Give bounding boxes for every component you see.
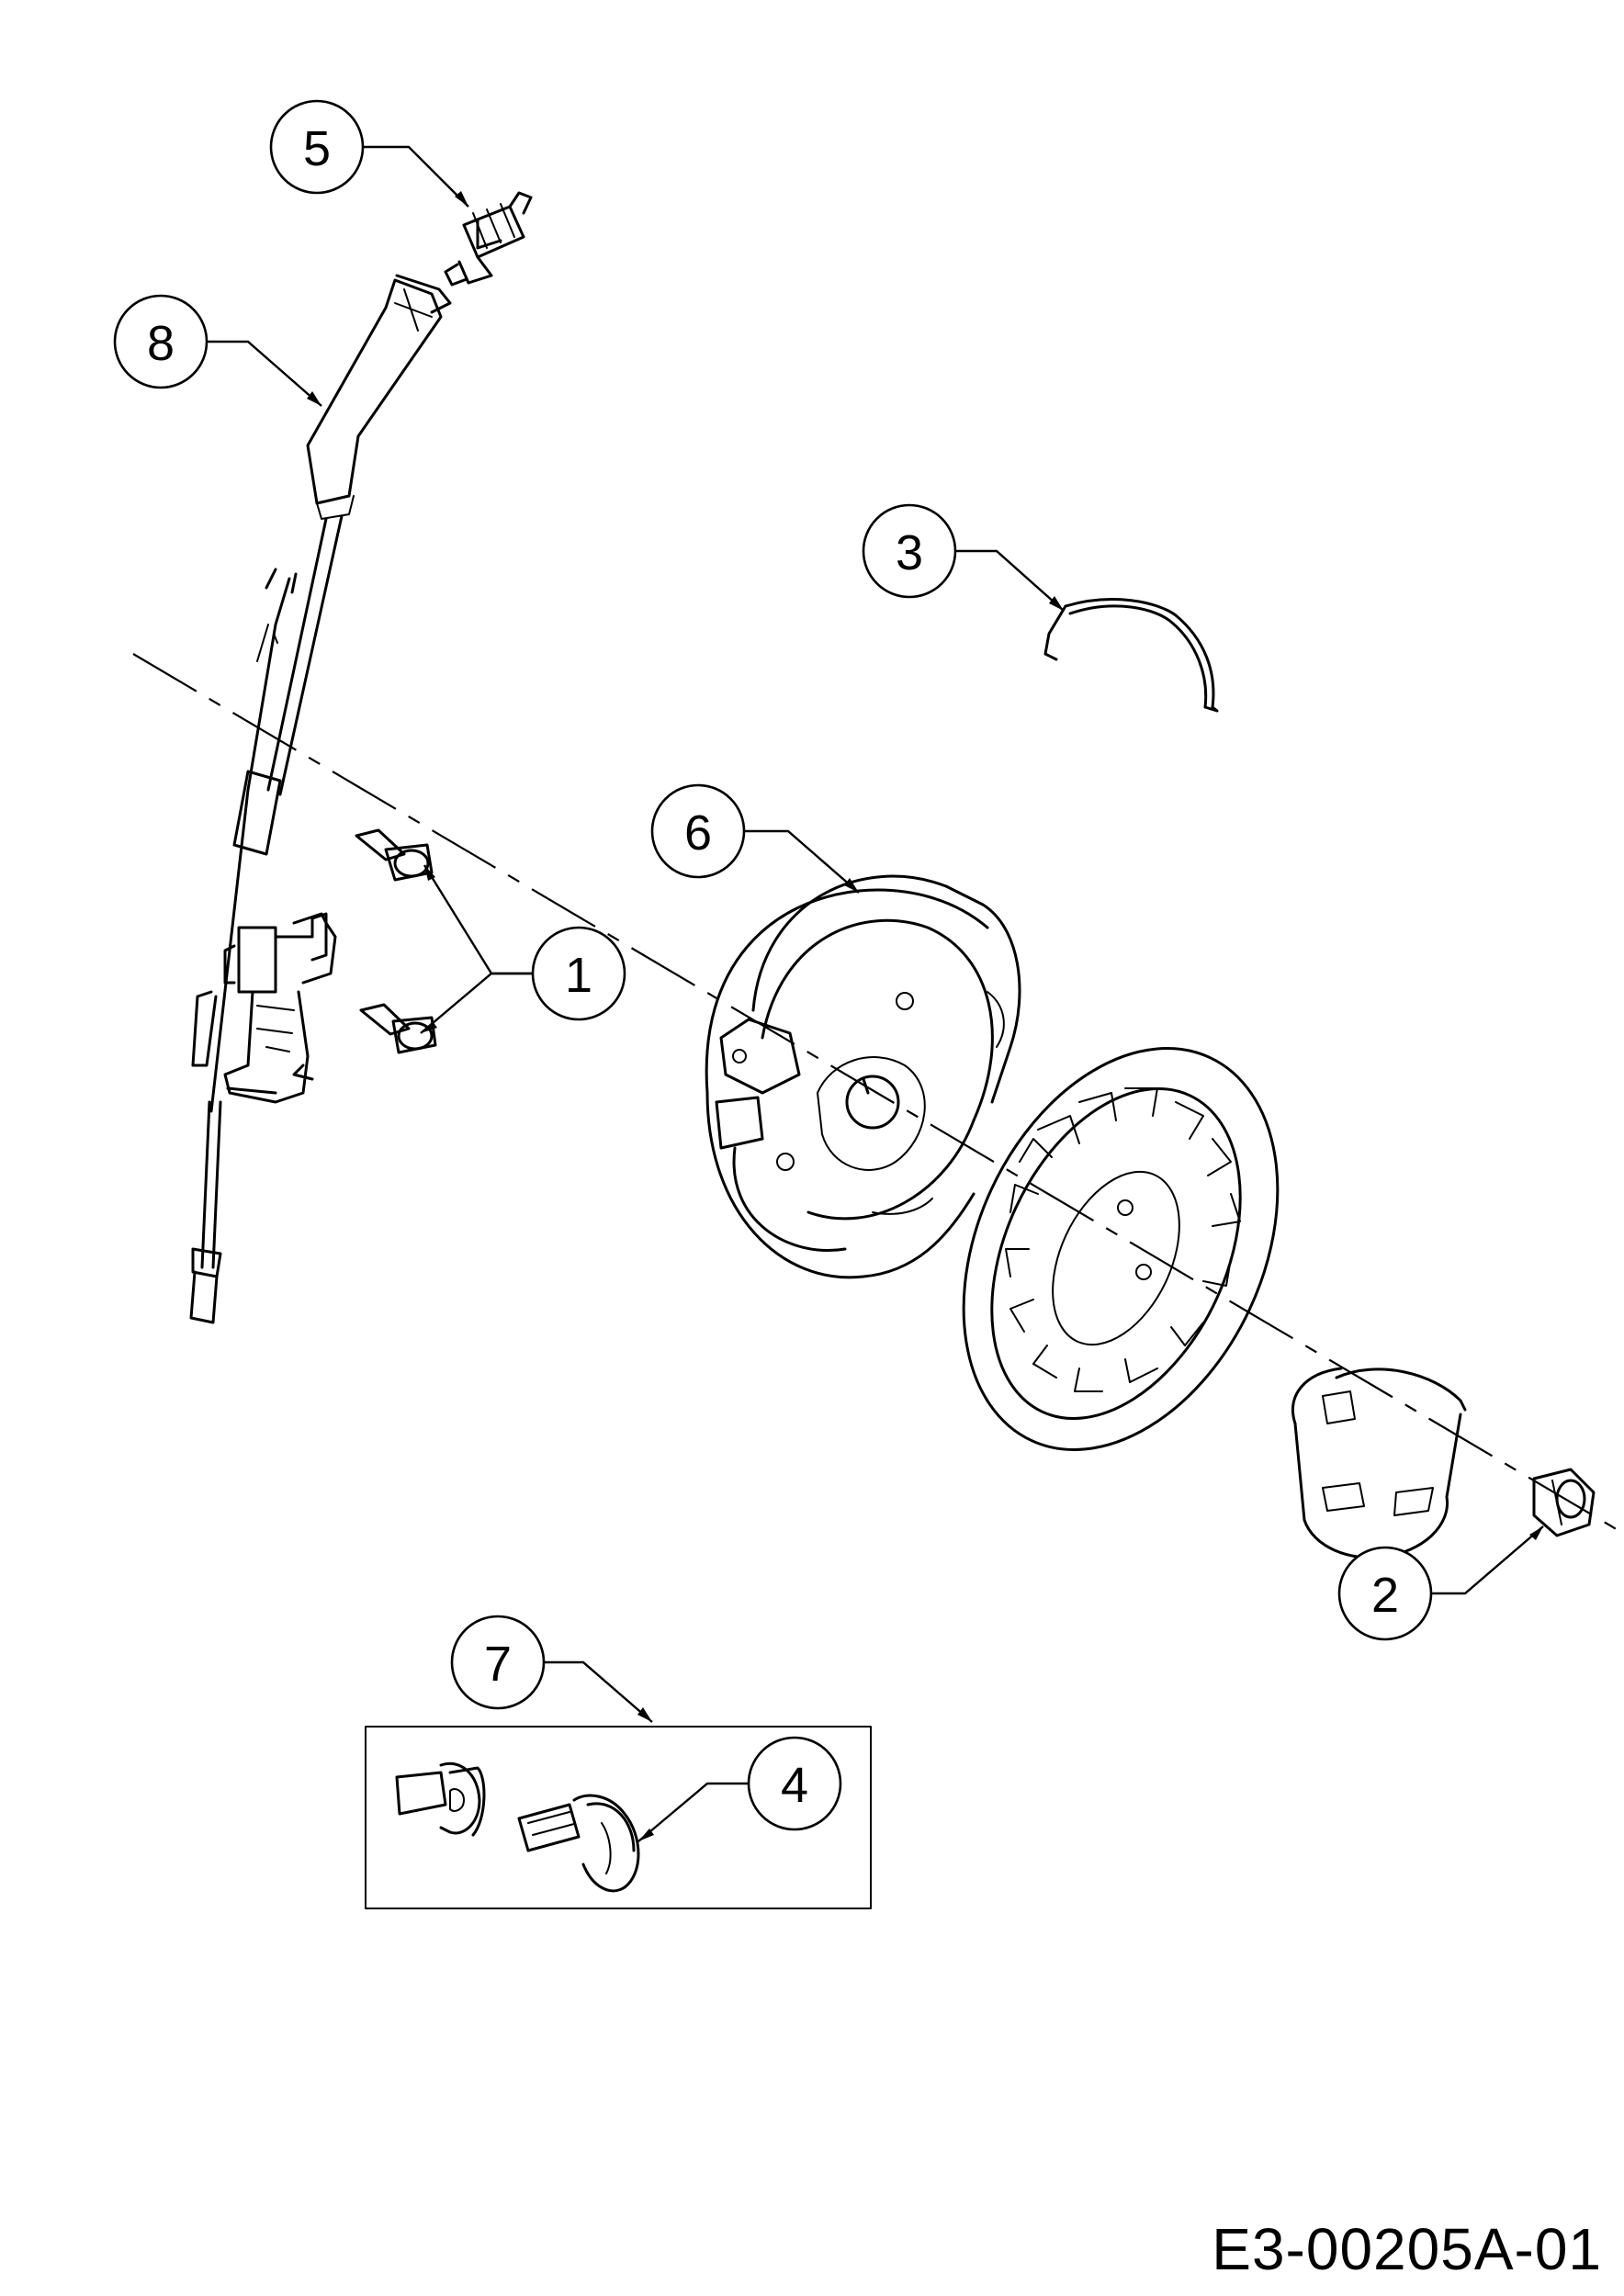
stop-switch-knob[interactable]: [517, 1794, 640, 1893]
svg-text:3: 3: [896, 525, 923, 580]
svg-text:4: 4: [781, 1758, 808, 1813]
ignition-coil-assembly[interactable]: [189, 274, 452, 1324]
flywheel-nut[interactable]: [1532, 1468, 1596, 1537]
flywheel[interactable]: [705, 874, 1021, 1279]
svg-text:6: 6: [684, 805, 712, 861]
stop-switch-kit-box: [365, 1726, 872, 1909]
callout-2[interactable]: 2: [1337, 1546, 1433, 1641]
svg-text:8: 8: [147, 316, 175, 371]
callout-4[interactable]: 4: [747, 1736, 842, 1831]
drawing-code: E3-00205A-01: [1212, 2216, 1602, 2282]
callout-8[interactable]: 8: [113, 294, 209, 389]
center-axis-line: [132, 653, 1624, 1535]
svg-text:5: 5: [303, 121, 331, 176]
mounting-bolts[interactable]: [355, 828, 437, 1054]
spark-plug[interactable]: [444, 191, 533, 287]
flywheel-key-clip[interactable]: [1043, 598, 1219, 713]
svg-text:1: 1: [565, 948, 592, 1003]
stop-switch-left[interactable]: [395, 1761, 486, 1837]
leader-lines: [207, 145, 1544, 1842]
svg-text:7: 7: [484, 1637, 512, 1692]
callout-6[interactable]: 6: [650, 783, 746, 879]
callout-1[interactable]: 1: [531, 926, 626, 1021]
callout-3[interactable]: 3: [862, 503, 957, 599]
svg-text:2: 2: [1371, 1568, 1399, 1623]
starter-cup[interactable]: [1291, 1367, 1467, 1559]
callout-5[interactable]: 5: [269, 99, 365, 195]
cooling-fan[interactable]: [902, 997, 1338, 1501]
callout-7[interactable]: 7: [450, 1615, 546, 1710]
